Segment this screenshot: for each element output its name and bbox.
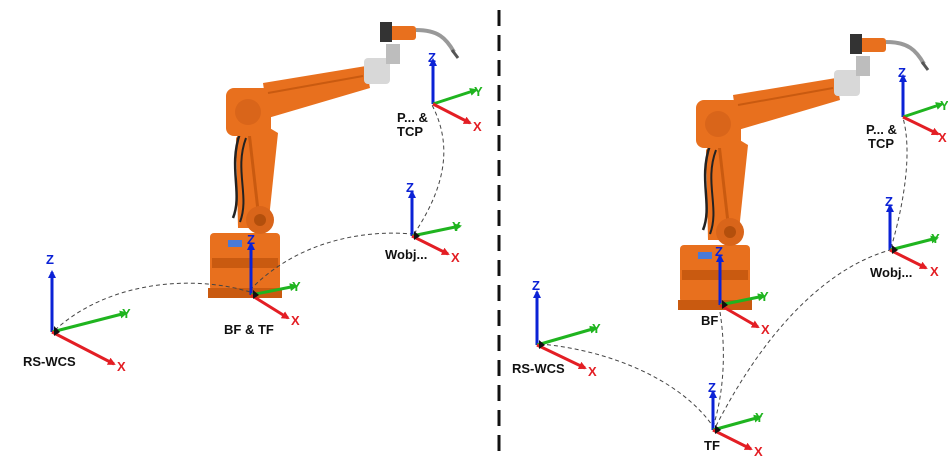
path-base-to-tf (713, 311, 724, 425)
y-axis-label: Y (292, 279, 301, 294)
frame-bf-right: Z Y X BF (701, 244, 770, 337)
rs-wcs-label: RS-WCS (23, 354, 76, 369)
y-axis-label: Y (452, 219, 461, 234)
y-axis-label: Y (931, 231, 940, 246)
z-axis-label: Z (46, 252, 54, 267)
p-tcp-label-line2: TCP (397, 124, 423, 139)
x-axis-label: X (117, 359, 126, 374)
path-wobj-to-tcp (413, 104, 445, 235)
x-axis-label: X (588, 364, 597, 379)
rs-wcs-label: RS-WCS (512, 361, 565, 376)
x-axis-label: X (451, 250, 460, 265)
z-axis-label: Z (247, 232, 255, 247)
path-base-to-wobj (249, 232, 413, 291)
p-tcp-label-line1: P... & (397, 110, 428, 125)
y-axis-label: Y (122, 306, 131, 321)
z-axis-label: Z (715, 244, 723, 259)
z-axis-label: Z (532, 278, 540, 293)
y-axis-label: Y (474, 84, 483, 99)
bf-tf-label: BF & TF (224, 322, 274, 337)
y-axis-label: Y (592, 321, 601, 336)
path-tf-to-wobj (715, 249, 891, 427)
x-axis-label: X (761, 322, 770, 337)
y-axis-label: Y (940, 98, 948, 113)
z-axis-label: Z (885, 194, 893, 209)
z-axis-label: Z (406, 180, 414, 195)
frame-rs-wcs-right: Z Y X RS-WCS (512, 278, 601, 379)
frame-p-tcp-left: Z Y X P... & TCP (397, 50, 483, 139)
bf-label: BF (701, 313, 718, 328)
path-wobj-to-tcp (890, 117, 908, 249)
path-wcs-to-base (54, 282, 251, 331)
x-axis-label: X (473, 119, 482, 134)
path-wcs-to-tf (539, 343, 713, 426)
frame-tf-right: Z Y X TF (704, 380, 764, 457)
x-axis-label: X (754, 444, 763, 457)
frame-wobj-right: Z Y X Wobj... (870, 194, 940, 280)
right-panel: Z Y X RS-WCS Z Y X BF Z Y X TF (512, 32, 948, 457)
frame-rs-wcs-left: Z Y X RS-WCS (23, 252, 131, 374)
z-axis-label: Z (428, 50, 436, 65)
x-axis-label: X (291, 313, 300, 328)
tf-label: TF (704, 438, 720, 453)
p-tcp-label-line1: P... & (866, 122, 897, 137)
x-axis-label: X (930, 264, 939, 279)
y-axis-label: Y (755, 410, 764, 425)
frame-wobj-left: Z Y X Wobj... (385, 180, 462, 265)
p-tcp-label-line2: TCP (868, 136, 894, 151)
left-panel: Z Y X RS-WCS Z Y X BF & TF Z Y X Wobj... (23, 20, 483, 374)
y-axis-label: Y (760, 289, 769, 304)
frame-p-tcp-right: Z Y X P... & TCP (866, 65, 948, 151)
z-axis-label: Z (708, 380, 716, 395)
wobj-label: Wobj... (385, 247, 427, 262)
wobj-label: Wobj... (870, 265, 912, 280)
x-axis-label: X (938, 130, 947, 145)
frame-bf-tf-left: Z Y X BF & TF (224, 232, 301, 337)
z-axis-label: Z (898, 65, 906, 80)
